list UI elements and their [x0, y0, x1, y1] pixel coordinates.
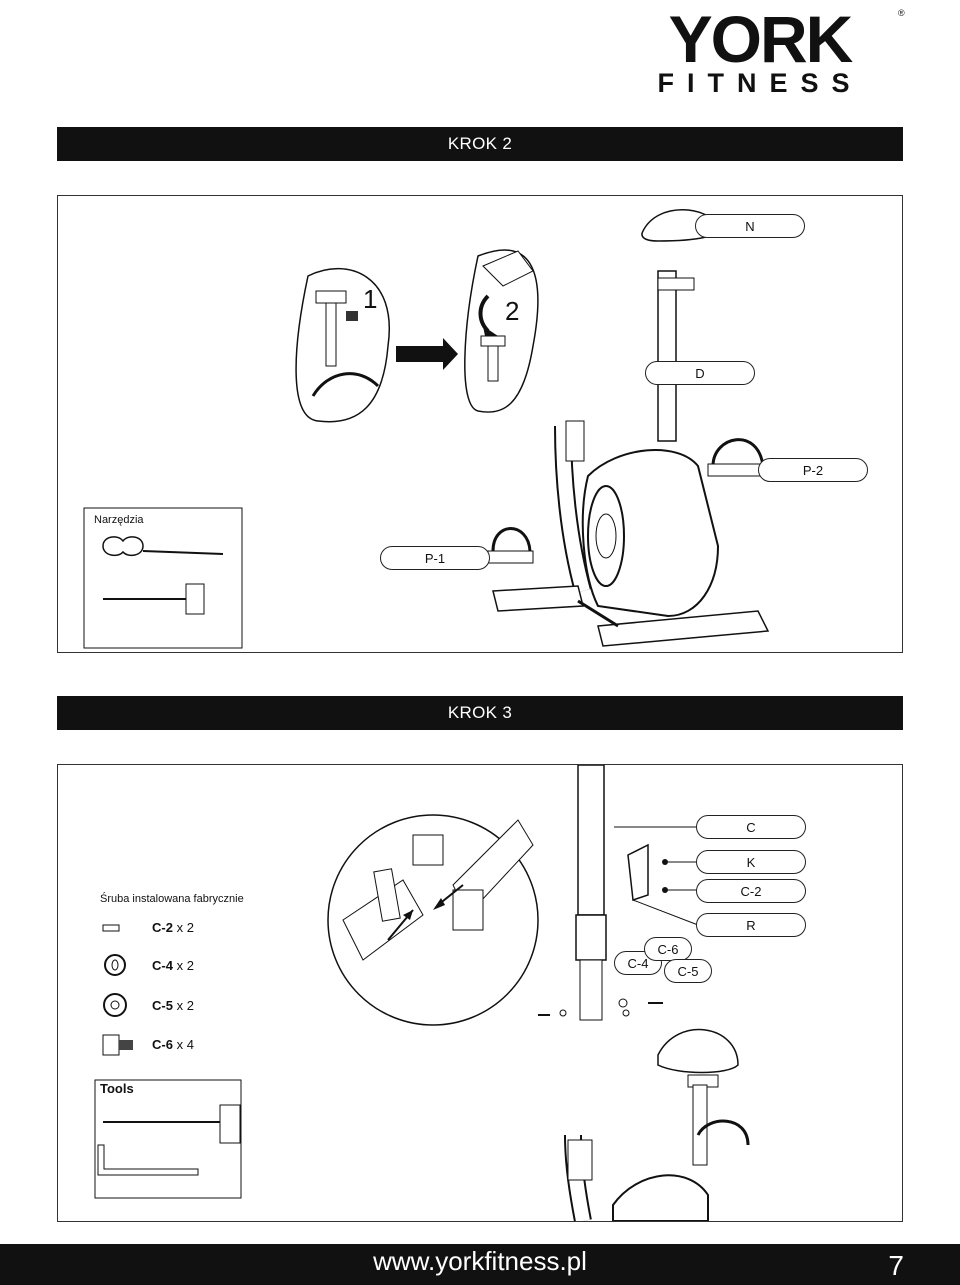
callout-n: N — [695, 214, 805, 238]
svg-text:YORK: YORK — [669, 4, 854, 76]
step-3-panel: C K C-2 R C-4 C-6 C-5 Śruba instalowana … — [57, 764, 903, 1222]
callout-k: K — [696, 850, 806, 874]
callout-p2: P-2 — [758, 458, 868, 482]
callout-r: R — [696, 913, 806, 937]
sequence-1: 1 — [363, 284, 378, 314]
callout-c: C — [696, 815, 806, 839]
callout-c5: C-5 — [664, 959, 712, 983]
part-c2: C-2 x 2 — [152, 920, 194, 935]
york-fitness-logo: YORK FITNESS ® — [615, 2, 905, 98]
part-c6: C-6 x 4 — [152, 1037, 194, 1052]
callout-d: D — [645, 361, 755, 385]
step-2-title: KROK 2 — [57, 127, 903, 161]
step-2-panel: N D P-2 P-1 1 2 Narzędzia — [57, 195, 903, 653]
footer-url[interactable]: www.yorkfitness.pl — [373, 1246, 587, 1276]
step-3-title: KROK 3 — [57, 696, 903, 730]
step-3-illustration — [94, 765, 750, 1221]
footer: www.yorkfitness.pl 7 — [0, 1244, 960, 1285]
sequence-2: 2 — [505, 296, 520, 326]
tools-label: Narzędzia — [94, 514, 144, 526]
parts-heading: Śruba instalowana fabrycznie — [100, 893, 244, 905]
callout-p1: P-1 — [380, 546, 490, 570]
step-2-illustration — [83, 209, 773, 649]
svg-text:®: ® — [898, 8, 905, 18]
callout-c2: C-2 — [696, 879, 806, 903]
tools-label-en: Tools — [100, 1081, 134, 1096]
part-c5: C-5 x 2 — [152, 998, 194, 1013]
callout-c4: C-4 — [614, 951, 662, 975]
callout-c6: C-6 — [644, 937, 692, 961]
page-number: 7 — [888, 1250, 904, 1281]
part-c4: C-4 x 2 — [152, 958, 194, 973]
svg-text:FITNESS: FITNESS — [657, 68, 862, 96]
